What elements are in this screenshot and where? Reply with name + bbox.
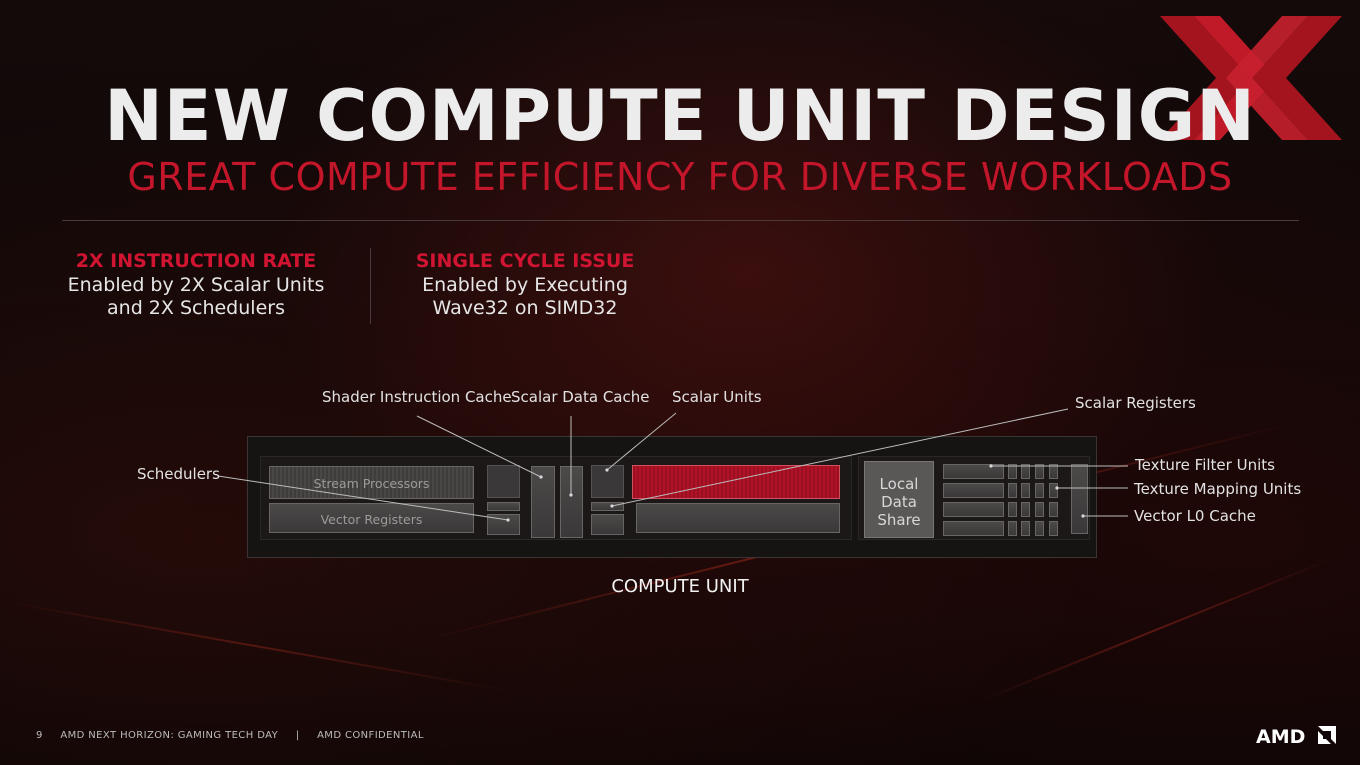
callout-shader-instruction-cache: Shader Instruction Cache: [322, 388, 512, 406]
callout-schedulers: Schedulers: [137, 465, 220, 483]
feature-divider: [370, 248, 371, 324]
texture-mapping-cell: [1021, 483, 1030, 498]
scheduler-small-block: [487, 514, 520, 535]
feature-heading: SINGLE CYCLE ISSUE: [415, 250, 635, 272]
texture-filter-unit: [943, 483, 1004, 498]
scheduler-block: [487, 465, 520, 498]
texture-mapping-cell: [1035, 502, 1044, 517]
footer-separator: |: [295, 730, 300, 741]
texture-mapping-cell: [1035, 483, 1044, 498]
local-data-share-block: Local Data Share: [864, 461, 934, 538]
scheduler-small-block: [487, 502, 520, 511]
texture-mapping-cell: [1008, 483, 1017, 498]
vector-registers-block: [636, 503, 840, 533]
page-number: 9: [36, 730, 43, 741]
local-data-share-label: Local Data Share: [877, 475, 921, 529]
callout-texture-mapping-units: Texture Mapping Units: [1134, 480, 1302, 498]
stream-processors-block: Stream Processors: [269, 466, 474, 499]
vector-registers-label: Vector Registers: [320, 512, 423, 527]
footer-event: AMD NEXT HORIZON: GAMING TECH DAY: [60, 730, 279, 741]
feature-heading: 2X INSTRUCTION RATE: [75, 250, 317, 272]
shader-instruction-cache-block: [531, 466, 555, 538]
footer-confidentiality: AMD CONFIDENTIAL: [317, 730, 424, 741]
texture-mapping-cell: [1008, 502, 1017, 517]
slide-subtitle: GREAT COMPUTE EFFICIENCY FOR DIVERSE WOR…: [127, 155, 1233, 199]
callout-scalar-data-cache: Scalar Data Cache: [511, 388, 650, 406]
callout-scalar-registers: Scalar Registers: [1075, 394, 1196, 412]
texture-filter-unit: [943, 464, 1004, 479]
texture-filter-unit: [943, 521, 1004, 536]
callout-vector-l0-cache: Vector L0 Cache: [1134, 507, 1256, 525]
stream-processors-block-highlighted: [632, 465, 840, 499]
amd-arrow-icon: [1318, 726, 1336, 744]
texture-mapping-cell: [1021, 502, 1030, 517]
texture-mapping-cell: [1049, 521, 1058, 536]
divider: [62, 220, 1299, 221]
stream-processors-label: Stream Processors: [313, 476, 430, 491]
texture-mapping-cell: [1035, 521, 1044, 536]
footer: 9 AMD NEXT HORIZON: GAMING TECH DAY | AM…: [36, 730, 438, 741]
scalar-unit-small-block: [591, 502, 624, 511]
feature-body: Enabled by 2X Scalar Units and 2X Schedu…: [67, 274, 325, 319]
texture-mapping-cell: [1008, 521, 1017, 536]
texture-mapping-cell: [1008, 464, 1017, 479]
feature-instruction-rate: 2X INSTRUCTION RATE Enabled by 2X Scalar…: [56, 248, 336, 320]
texture-filter-unit: [943, 502, 1004, 517]
callout-texture-filter-units: Texture Filter Units: [1135, 456, 1275, 474]
texture-mapping-cell: [1049, 502, 1058, 517]
texture-mapping-cell: [1021, 521, 1030, 536]
diagram-caption: COMPUTE UNIT: [611, 576, 749, 597]
texture-mapping-cell: [1035, 464, 1044, 479]
vector-registers-block: Vector Registers: [269, 503, 474, 533]
texture-mapping-cell: [1049, 483, 1058, 498]
slide-title: NEW COMPUTE UNIT DESIGN: [104, 75, 1256, 157]
callout-scalar-units: Scalar Units: [672, 388, 762, 406]
texture-mapping-cell: [1049, 464, 1058, 479]
texture-mapping-cell: [1021, 464, 1030, 479]
amd-logo-text: AMD: [1256, 726, 1306, 748]
scalar-unit-small-block: [591, 514, 624, 535]
feature-single-cycle: SINGLE CYCLE ISSUE Enabled by Executing …: [395, 248, 655, 320]
xx-logo-icon: [1160, 16, 1342, 140]
feature-body: Enabled by Executing Wave32 on SIMD32: [422, 274, 628, 319]
